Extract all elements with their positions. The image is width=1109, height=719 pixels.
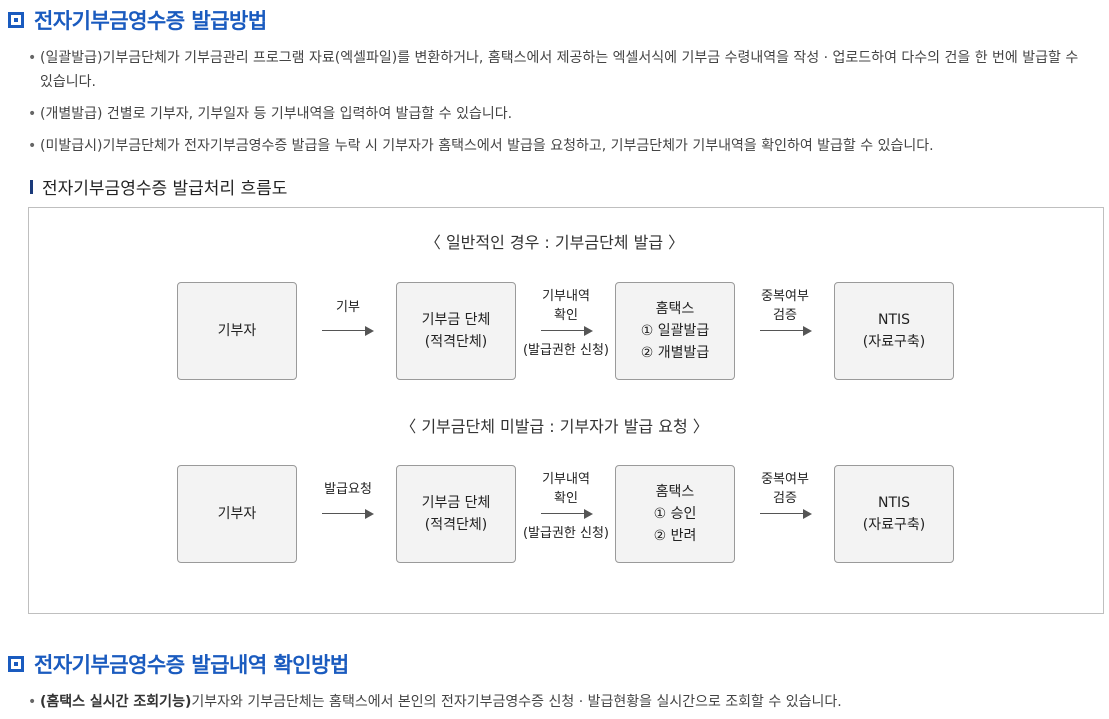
- arrow-label-line: 기부내역: [542, 289, 590, 304]
- flow2-arrow1-label: 발급요청: [324, 482, 372, 497]
- arrow-label-line: 중복여부: [761, 289, 809, 304]
- flow2-arrow1: [322, 509, 374, 519]
- node-sublabel: ① 승인: [653, 506, 697, 522]
- arrow-label-line: 검증: [773, 491, 797, 506]
- flow2-arrow3: [760, 509, 812, 519]
- flow2-node-ntis: NTIS (자료구축): [834, 465, 954, 563]
- flow2-node-donor: 기부자: [177, 465, 297, 563]
- bullet-individual-issue: (개별발급) 건별로 기부자, 기부일자 등 기부내역을 입력하여 발급할 수 …: [28, 102, 1089, 126]
- section-title: 전자기부금영수증 발급방법: [34, 9, 267, 33]
- node-label: 홈택스: [655, 484, 695, 500]
- flow1-arrow3: [760, 326, 812, 336]
- section-header-issue-method: 전자기부금영수증 발급방법: [8, 5, 267, 35]
- node-label: 기부금 단체: [421, 312, 491, 328]
- bullet-bold-lead: (홈택스 실시간 조회기능): [40, 694, 192, 710]
- section-header-check-method: 전자기부금영수증 발급내역 확인방법: [8, 649, 349, 679]
- arrow-label-line: 검증: [773, 308, 797, 323]
- arrow-label-line: 확인: [554, 491, 578, 506]
- flowchart-container: [28, 207, 1104, 614]
- node-sublabel: (자료구축): [862, 517, 926, 533]
- subhead-bar: [30, 179, 33, 194]
- node-label: NTIS: [877, 312, 911, 328]
- arrow-label-line: 확인: [554, 308, 578, 323]
- node-label: 기부금 단체: [421, 495, 491, 511]
- bullet-bulk-issue: (일괄발급)기부금단체가 기부금관리 프로그램 자료(엑셀파일)를 변환하거나,…: [28, 46, 1089, 94]
- subhead-text: 전자기부금영수증 발급처리 흐름도: [42, 179, 288, 199]
- square-bullet-icon: [8, 12, 24, 28]
- bullet-text: 기부자와 기부금단체는 홈택스에서 본인의 전자기부금영수증 신청 · 발급현황…: [191, 694, 842, 710]
- node-label: 홈택스: [655, 301, 695, 317]
- node-label: NTIS: [877, 495, 911, 511]
- node-sublabel: ① 일괄발급: [640, 323, 710, 339]
- flow1-node-ntis: NTIS (자료구축): [834, 282, 954, 380]
- flow1-arrow2-sublabel: (발급권한 신청): [522, 343, 610, 358]
- flow1-arrow2: [541, 326, 593, 336]
- node-label: 기부자: [217, 506, 257, 522]
- bullet-realtime-lookup: (홈택스 실시간 조회기능)기부자와 기부금단체는 홈택스에서 본인의 전자기부…: [28, 690, 1089, 714]
- arrow-label-line: 기부내역: [542, 472, 590, 487]
- flow1-node-donor: 기부자: [177, 282, 297, 380]
- node-sublabel: (자료구축): [862, 334, 926, 350]
- flow1-arrow2-label: 기부내역 확인: [516, 287, 616, 325]
- flow1-title: 〈 일반적인 경우 : 기부금단체 발급 〉: [424, 233, 685, 252]
- node-sublabel: ② 개별발급: [640, 345, 710, 361]
- flow2-arrow2-label: 기부내역 확인: [516, 470, 616, 508]
- flow2-arrow2: [541, 509, 593, 519]
- node-sublabel: (적격단체): [424, 517, 488, 533]
- node-sublabel: (적격단체): [424, 334, 488, 350]
- node-label: 기부자: [217, 323, 257, 339]
- flow1-node-hometax: 홈택스 ① 일괄발급 ② 개별발급: [615, 282, 735, 380]
- bullet-unissued: (미발급시)기부금단체가 전자기부금영수증 발급을 누락 시 기부자가 홈택스에…: [28, 134, 1089, 158]
- flow1-arrow1: [322, 326, 374, 336]
- flow2-title: 〈 기부금단체 미발급 : 기부자가 발급 요청 〉: [400, 417, 709, 436]
- flow1-arrow3-label: 중복여부 검증: [735, 287, 835, 325]
- flowchart-subheading: 전자기부금영수증 발급처리 흐름도: [30, 174, 287, 199]
- flow2-arrow3-label: 중복여부 검증: [735, 470, 835, 508]
- square-bullet-icon: [8, 656, 24, 672]
- flow1-node-organization: 기부금 단체 (적격단체): [396, 282, 516, 380]
- arrow-label-line: 중복여부: [761, 472, 809, 487]
- flow2-node-organization: 기부금 단체 (적격단체): [396, 465, 516, 563]
- flow1-arrow1-label: 기부: [336, 300, 360, 315]
- flow2-node-hometax: 홈택스 ① 승인 ② 반려: [615, 465, 735, 563]
- flow2-arrow2-sublabel: (발급권한 신청): [522, 526, 610, 541]
- node-sublabel: ② 반려: [653, 528, 697, 544]
- section-title: 전자기부금영수증 발급내역 확인방법: [34, 653, 349, 677]
